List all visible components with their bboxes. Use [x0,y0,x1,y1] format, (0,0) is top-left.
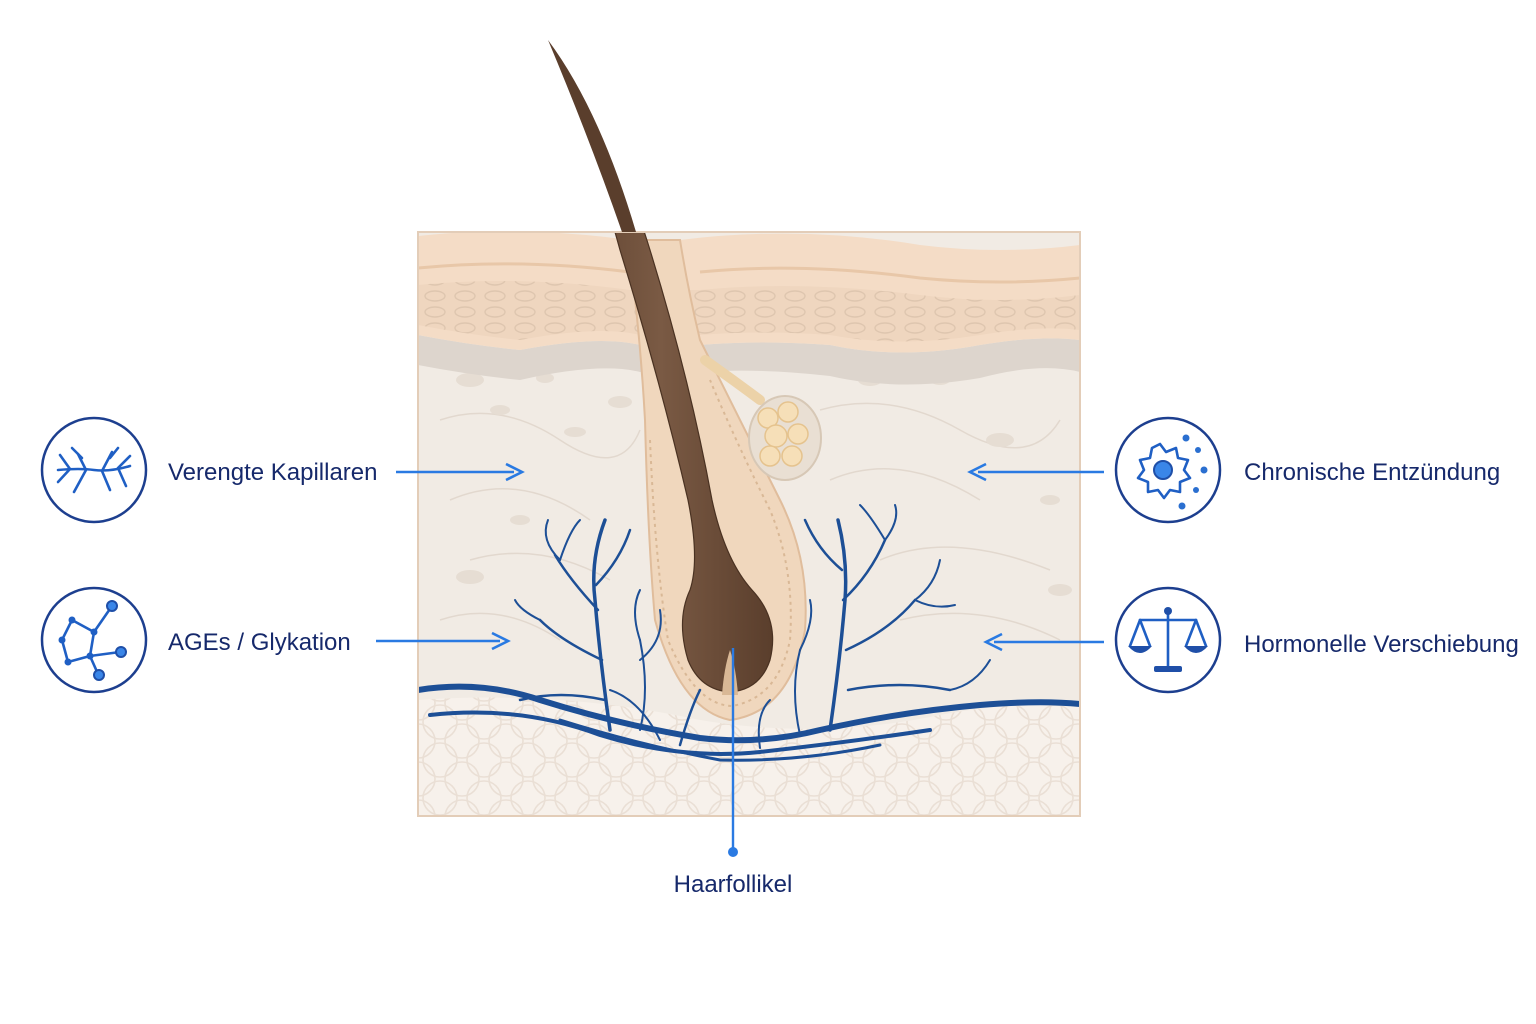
basal-layer [418,335,1080,385]
label-capillaries: Verengte Kapillaren [168,459,377,486]
annotation-ages: AGEs / Glykation [40,586,511,694]
sebaceous-gland [700,355,822,481]
arrowhead-capillaries [505,462,525,482]
arrowhead-inflammation [967,462,987,482]
ages-icon-ring [40,586,148,694]
label-hormonal: Hormonelle Verschiebung [1244,631,1519,658]
blood-vessels [418,504,1080,762]
skin-cross-section [418,232,1080,816]
arrowhead-ages [491,631,511,651]
annotation-follicle: Haarfollikel [674,648,793,898]
follicle-leader-dot [728,847,738,857]
inflamed-cell-icon [1136,434,1208,510]
label-follicle: Haarfollikel [674,871,793,898]
arrowhead-hormonal [983,632,1003,652]
label-ages: AGEs / Glykation [168,629,351,656]
dermis-fibers [439,402,1061,641]
annotation-hormonal: Hormonelle Verschiebung [983,586,1519,694]
molecule-icon [58,600,127,681]
label-inflammation: Chronische Entzündung [1244,459,1500,486]
capillary-network-icon [56,446,132,494]
annotation-capillaries: Verengte Kapillaren [40,416,525,524]
annotation-inflammation: Chronische Entzündung [967,416,1500,524]
balance-scale-icon [1128,607,1208,672]
